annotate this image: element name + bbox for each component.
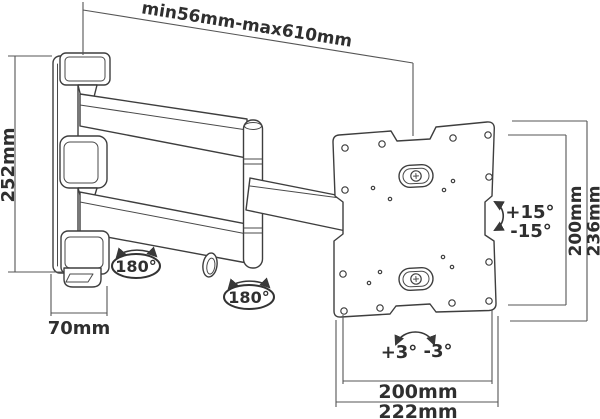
vesa-hole-small — [440, 254, 446, 260]
vesa-hole — [448, 299, 456, 307]
vesa-plate — [332, 121, 497, 318]
level-minus-label: -3° — [424, 341, 453, 362]
vesa-hole-small — [370, 185, 376, 191]
plate-height-label: 236mm — [585, 186, 600, 257]
plate-width-label: 222mm — [378, 401, 457, 419]
plate-width-dim-lines — [335, 316, 499, 407]
vesa-horizontal-dim-lines — [342, 310, 493, 384]
swivel-2-label: 180° — [228, 288, 269, 307]
vesa-hole-small — [449, 264, 455, 270]
swivel-annotation-1: 180° — [111, 246, 161, 279]
vesa-hole — [449, 134, 457, 142]
vesa-hole-small — [387, 196, 393, 202]
bracket-height-dim-lines — [8, 55, 62, 273]
dimension-plate-width: 222mm — [335, 316, 499, 419]
dimension-bracket-height: 252mm — [0, 55, 62, 273]
tilt-arrow-icon — [493, 201, 505, 231]
vesa-hole — [341, 144, 349, 152]
vesa-vertical-dim-lines — [508, 134, 567, 306]
forearm-edge — [249, 185, 341, 199]
bottom-knuckle — [60, 230, 110, 288]
vesa-vertical-label: 200mm — [566, 186, 586, 257]
middle-knuckle-face — [63, 141, 99, 184]
dimension-vesa-vertical: 200mm — [508, 134, 586, 306]
vesa-hole-small — [366, 280, 372, 286]
rotation-arrow-icon — [227, 277, 271, 290]
vesa-horizontal-label: 200mm — [378, 381, 457, 403]
vesa-hole — [485, 297, 493, 305]
tilt-down-label: -15° — [510, 221, 552, 242]
vesa-hole — [339, 270, 347, 278]
vesa-hole — [341, 186, 349, 194]
screw-slot-bottom — [398, 266, 434, 292]
tilt-annotation: +15° -15° — [493, 201, 555, 242]
extension-range-label: min56mm-max610mm — [140, 0, 353, 52]
vesa-hole-small — [450, 178, 456, 184]
slot-inner — [402, 270, 430, 288]
elbow-cap — [244, 122, 262, 130]
screw-cross — [413, 173, 419, 179]
level-plus-label: +3° — [381, 342, 418, 363]
tilt-up-label: +15° — [505, 202, 554, 223]
level-arrow-icon — [394, 331, 436, 346]
swivel-annotation-2: 180° — [223, 277, 275, 310]
rotation-arrow-icon — [115, 246, 158, 259]
dimension-plate-height: 236mm — [510, 120, 600, 322]
vesa-hole — [340, 307, 348, 315]
top-knuckle — [59, 52, 111, 86]
vesa-hole — [484, 131, 492, 139]
vesa-plate-outline — [332, 121, 497, 318]
bracket-depth-dim-lines — [50, 274, 108, 316]
annotations: 180° 180° +15° -15° +3° -3° — [111, 201, 555, 363]
vesa-hole-small — [377, 269, 383, 275]
middle-knuckle-body — [59, 135, 108, 189]
upper-arm-edge — [79, 104, 248, 131]
screw-cross — [413, 276, 419, 282]
level-annotation: +3° -3° — [381, 331, 453, 363]
mount-drawing — [52, 52, 497, 318]
top-knuckle-face — [64, 56, 106, 82]
middle-knuckle — [59, 135, 108, 199]
swivel-1-label: 180° — [115, 257, 156, 276]
swivel-bubble — [111, 253, 161, 279]
bottom-hook — [63, 267, 102, 288]
bracket-height-label: 252mm — [0, 127, 19, 202]
plate-height-dim-lines — [510, 120, 588, 322]
vesa-hole-small — [441, 187, 447, 193]
dimension-vesa-horizontal: 200mm — [342, 310, 493, 403]
vesa-hole — [485, 258, 493, 266]
vesa-hole — [485, 173, 493, 181]
elbow-bands — [243, 158, 263, 234]
cable-clip-inner — [206, 257, 216, 275]
swivel-bubble — [223, 284, 275, 310]
dimension-bracket-depth: 70mm — [48, 274, 111, 339]
cable-clip — [202, 252, 218, 278]
bottom-hook-slot — [65, 273, 94, 283]
slot-inner — [402, 167, 430, 185]
vesa-hole — [378, 140, 386, 148]
mounting-holes — [339, 131, 493, 315]
vesa-hole — [376, 304, 384, 312]
bracket-depth-label: 70mm — [48, 318, 111, 339]
lower-arm-edge — [79, 201, 248, 235]
extension-dim-lines — [82, 2, 414, 136]
screw-slot-top — [398, 163, 434, 189]
